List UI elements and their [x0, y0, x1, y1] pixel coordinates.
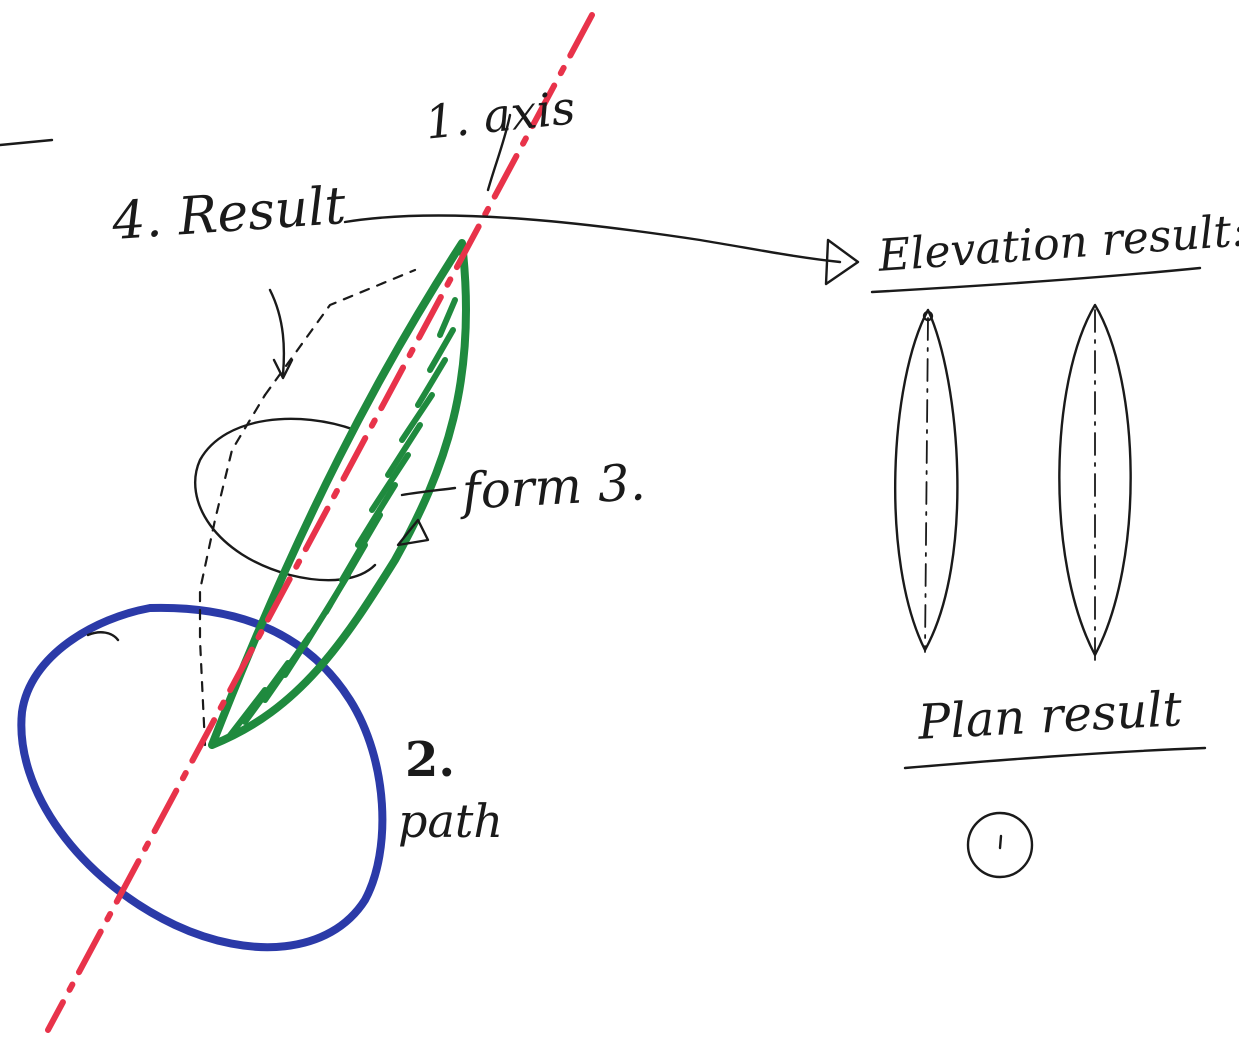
elevation-lens-right: [1058, 303, 1132, 666]
rotation-axis: [45, 12, 595, 1033]
margin-stroke: [0, 138, 54, 147]
dashed-construction-left: [198, 393, 267, 747]
plan-result-label: Plan result: [916, 681, 1184, 751]
elevation-underline: [870, 266, 1202, 294]
form-leader-line: [400, 486, 457, 497]
result-arrowhead: [824, 238, 860, 286]
dashed-construction-top: [263, 268, 417, 397]
result-leader-line: [343, 214, 842, 264]
path-word-label: path: [398, 794, 503, 848]
plan-underline: [903, 746, 1207, 770]
upper-ellipse: [194, 417, 377, 582]
path-number-label: 2.: [405, 732, 456, 788]
form-label: form 3.: [460, 453, 647, 521]
form-arrowhead: [396, 518, 430, 547]
form-hatching: [225, 297, 458, 741]
result-drop-arrow: [272, 358, 294, 380]
form-shape: [208, 239, 471, 749]
ellipse-tick: [86, 631, 120, 642]
axis-leader: [486, 113, 512, 192]
path-ellipse: [17, 603, 387, 952]
plan-result-circle: [966, 811, 1034, 879]
result-label: 4. Result: [110, 175, 348, 253]
result-dashed-drop: [268, 288, 286, 377]
elevation-lens-left: [894, 308, 959, 653]
